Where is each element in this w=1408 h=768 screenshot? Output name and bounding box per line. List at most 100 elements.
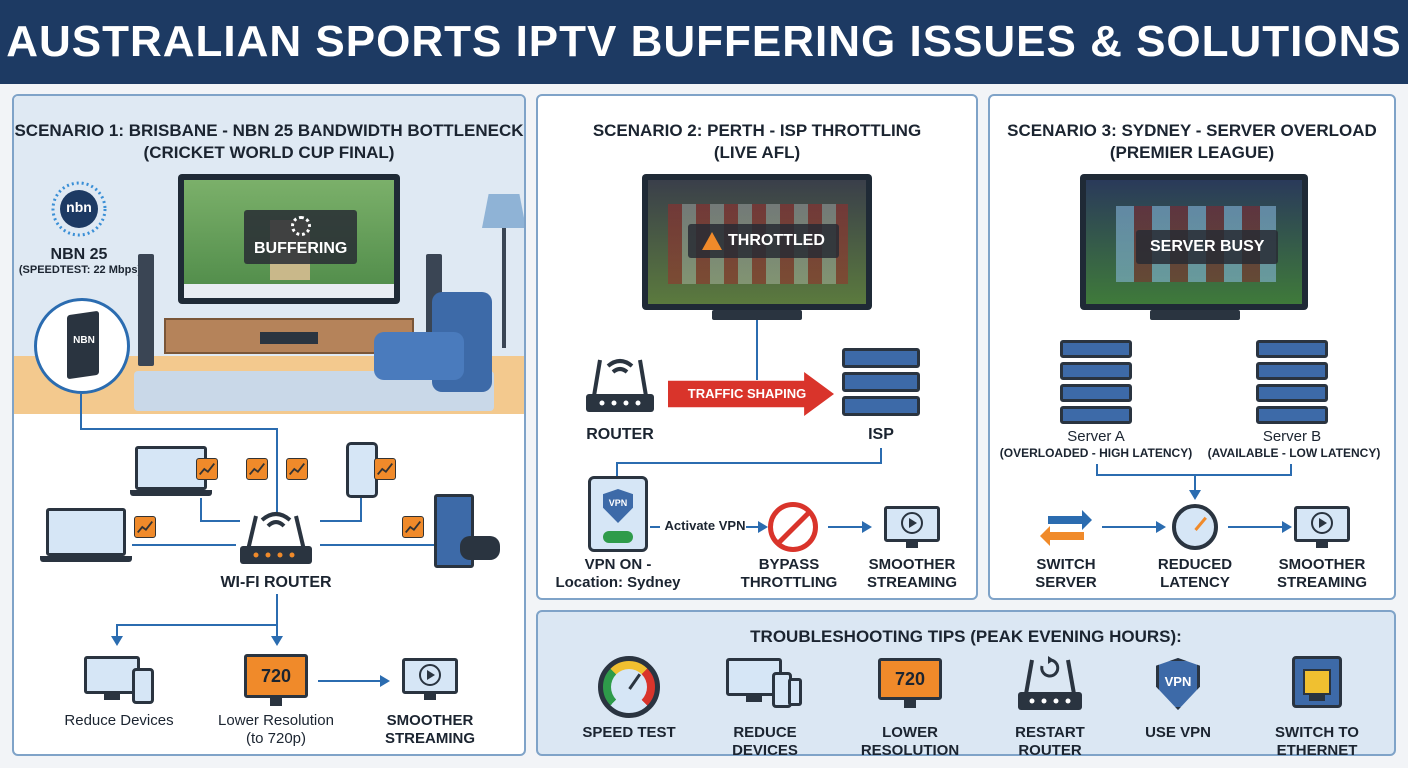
tip-5-line1: SWITCH TO [1275,724,1359,741]
router-down-line [276,594,278,624]
scenario-1-panel: SCENARIO 1: BRISBANE - NBN 25 BANDWIDTH … [12,94,526,756]
buffering-text: BUFFERING [254,240,348,257]
smooth-streaming-line1: SMOOTHER [386,712,474,729]
vpn-toggle-icon[interactable] [603,531,633,543]
scenario-1-title-line1: SCENARIO 1: BRISBANE - NBN 25 BANDWIDTH … [14,121,524,140]
devices-icon [726,658,804,712]
modem-to-router-line [80,394,82,430]
isp-to-vpn-line-h [616,462,882,464]
gauge-needle [1194,516,1207,531]
switch-server-line2: SERVER [1035,574,1097,591]
server-a-icon [1060,340,1132,424]
scenario-2-panel: SCENARIO 2: PERTH - ISP THROTTLING (LIVE… [536,94,978,600]
tip-reduce-devices: REDUCE DEVICES [710,652,820,759]
tip-5-line2: ETHERNET [1276,742,1358,759]
bypass-throttling-icon [768,502,818,552]
isp-to-vpn-line-v [616,462,618,476]
link-phone [360,498,362,522]
activate-vpn-label: Activate VPN [664,518,746,533]
scenario-3-title: SCENARIO 3: SYDNEY - SERVER OVERLOAD (PR… [990,120,1394,164]
tip-use-vpn-label: USE VPN [1126,724,1230,742]
server-a-status: (OVERLOADED - HIGH LATENCY) [999,446,1193,460]
tip-0-line1: SPEED TEST [582,724,676,741]
tips-title: TROUBLESHOOTING TIPS (PEAK EVENING HOURS… [750,627,1182,646]
link-phone-h [320,520,362,522]
smooth-streaming-icon [402,658,458,702]
switch-server-icon [1038,506,1094,546]
router-split-line [116,624,278,626]
reduced-latency-line2: LATENCY [1160,574,1230,591]
nbn-modem: NBN [34,298,130,394]
bandwidth-badge-2-icon [246,458,268,480]
wifi-router-icon [236,506,316,568]
gamepad-icon [460,536,500,560]
scenario-2-title: SCENARIO 2: PERTH - ISP THROTTLING (LIVE… [538,120,976,164]
page-header: AUSTRALIAN SPORTS IPTV BUFFERING ISSUES … [0,0,1408,84]
scenario-1-title-line2: (CRICKET WORLD CUP FINAL) [143,143,395,162]
lower-to-smooth-line [318,680,382,682]
left-speaker-icon [138,254,154,366]
buffering-overlay: BUFFERING [244,210,358,264]
bypass-line2: THROTTLING [740,574,838,591]
bypass-label: BYPASS THROTTLING [734,556,844,592]
tip-lower-resolution: 720 LOWER RESOLUTION [848,652,972,759]
switch-to-latency-arrow [1156,521,1166,533]
server-b-status: (AVAILABLE - LOW LATENCY) [1207,446,1381,460]
router-icon [582,352,658,416]
lower-resolution-line2: (to 720p) [245,730,307,747]
latency-to-smooth-line [1228,526,1284,528]
to-reduce-arrow [111,636,123,646]
tip-restart-router-label: RESTART ROUTER [994,724,1106,760]
scenario-3-title-line1: SCENARIO 3: SYDNEY - SERVER OVERLOAD [1007,121,1377,140]
tip-use-vpn: VPN USE VPN [1126,652,1230,752]
bandwidth-badge-4-icon [374,458,396,480]
server-busy-overlay: SERVER BUSY [1136,230,1279,264]
tip-3-line1: RESTART [1015,724,1085,741]
reduce-devices-label: Reduce Devices [64,712,174,729]
vpn-on-line2: Location: Sydney [555,574,681,591]
tv-to-shaping-line [756,320,758,380]
switch-to-latency-line [1102,526,1158,528]
set-top-box-icon [260,332,318,344]
tip-reduce-devices-label: REDUCE DEVICES [710,724,820,760]
speedometer-icon [598,656,660,718]
tip-1-line2: DEVICES [732,742,798,759]
nbn-logo-icon: nbn [50,180,108,238]
bandwidth-badge-6-icon [402,516,424,538]
vpn-arrow-line [650,526,660,528]
vpn-tablet-icon: VPN [588,476,648,552]
armchair-icon [374,292,500,392]
traffic-shaping-label: TRAFFIC SHAPING [687,386,807,401]
router-label: ROUTER [586,426,654,443]
tip-speed-test: SPEED TEST [574,652,694,752]
score-bar [184,284,394,298]
tip-resolution-stand [904,700,916,708]
server-a-down-line [1096,464,1098,476]
reduce-devices-icon [84,656,156,704]
laptop-1-icon [130,446,212,498]
latency-gauge-icon [1172,504,1218,550]
resolution-stand [270,698,282,706]
troubleshooting-tips-panel: TROUBLESHOOTING TIPS (PEAK EVENING HOURS… [536,610,1396,759]
tip-1-line1: REDUCE [733,724,797,741]
tip-resolution-720-icon: 720 [878,658,942,700]
smooth-3-line2: STREAMING [1277,574,1367,591]
modem-to-router-line-v [276,428,278,514]
bypass-line1: BYPASS [758,556,820,573]
to-lower-arrow [271,636,283,646]
bypass-to-smooth-arrow [862,521,872,533]
lower-resolution-label: Lower Resolution (to 720p) [196,712,356,748]
link-console [320,544,434,546]
link-laptop2 [132,544,236,546]
smooth-2-line1: SMOOTHER [868,556,956,573]
tip-2-line1: LOWER [882,724,938,741]
scenario-3-panel: SCENARIO 3: SYDNEY - SERVER OVERLOAD (PR… [988,94,1396,600]
scenario-1-title: SCENARIO 1: BRISBANE - NBN 25 BANDWIDTH … [14,120,524,164]
floor-lamp-icon [482,194,524,228]
smooth-streaming-label: SMOOTHER STREAMING [360,712,500,748]
isp-server-icon [842,348,920,420]
tv-3-stand [1150,310,1240,320]
smooth-streaming-2-label: SMOOTHER STREAMING [852,556,972,592]
loading-spinner-icon [290,216,311,236]
scenario-1-tv: BUFFERING [178,174,400,304]
